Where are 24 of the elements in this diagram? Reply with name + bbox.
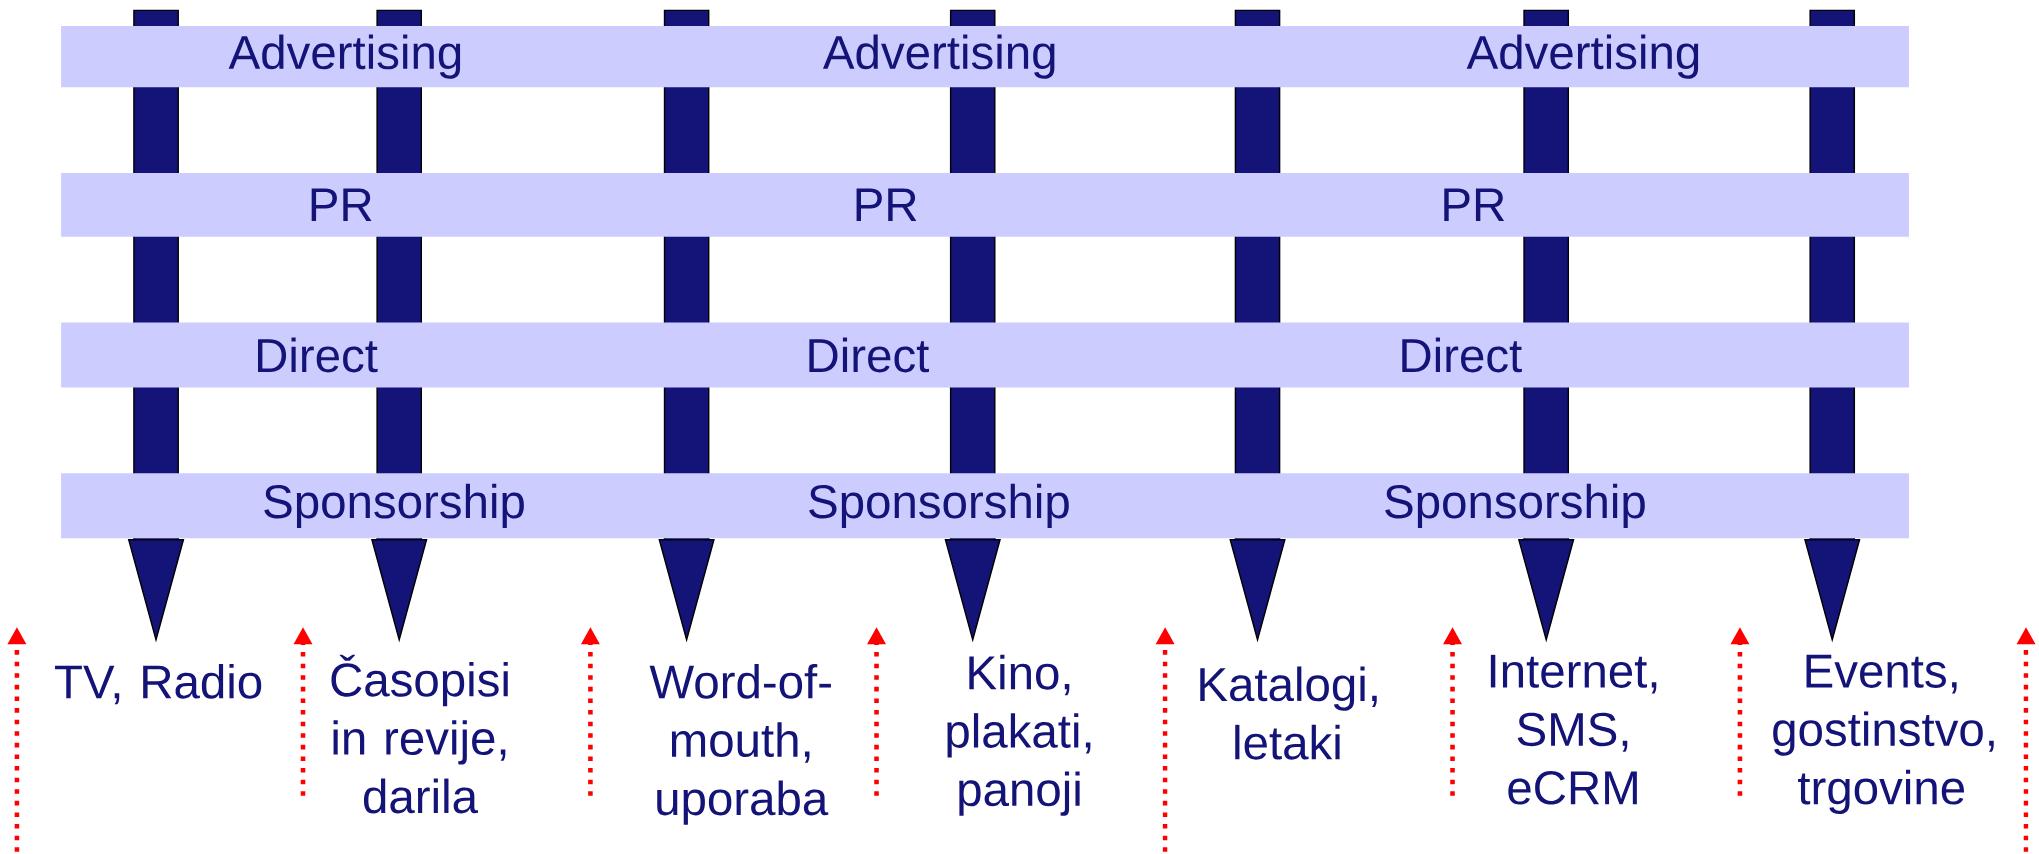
- band-label: Advertising: [822, 34, 1055, 79]
- channel-label: TV, Radio: [55, 663, 262, 705]
- band-label: Sponsorship: [1385, 483, 1645, 528]
- channel-label: Events, gostinstvo, trgovine: [1773, 654, 1994, 814]
- channel-label: Word-of-mouth, uporaba: [649, 663, 831, 825]
- band-label: PR: [1444, 188, 1505, 221]
- channel-label: Katalogi, letaki: [1200, 666, 1377, 760]
- pencil-tip: [1229, 538, 1286, 643]
- band-label: Direct: [258, 337, 378, 373]
- channel-label: Internet, SMS, eCRM: [1490, 654, 1657, 805]
- pencil-tip: [944, 538, 1001, 643]
- band-label: Advertising: [1466, 34, 1699, 79]
- band-label: PR: [311, 188, 372, 221]
- band-label: Direct: [1402, 337, 1522, 373]
- band-label: PR: [856, 188, 917, 221]
- band-label: Direct: [809, 337, 929, 373]
- band-label: Advertising: [228, 34, 461, 79]
- channel-label: Kino, plakati, panoji: [947, 654, 1091, 816]
- pencil-tip: [371, 538, 428, 643]
- channel-label: Časopisi in revije, darila: [331, 654, 508, 814]
- pencil-tip: [658, 538, 715, 643]
- band-label: Sponsorship: [264, 483, 524, 528]
- band-label: Sponsorship: [809, 483, 1069, 528]
- pencil-tip: [1804, 538, 1861, 643]
